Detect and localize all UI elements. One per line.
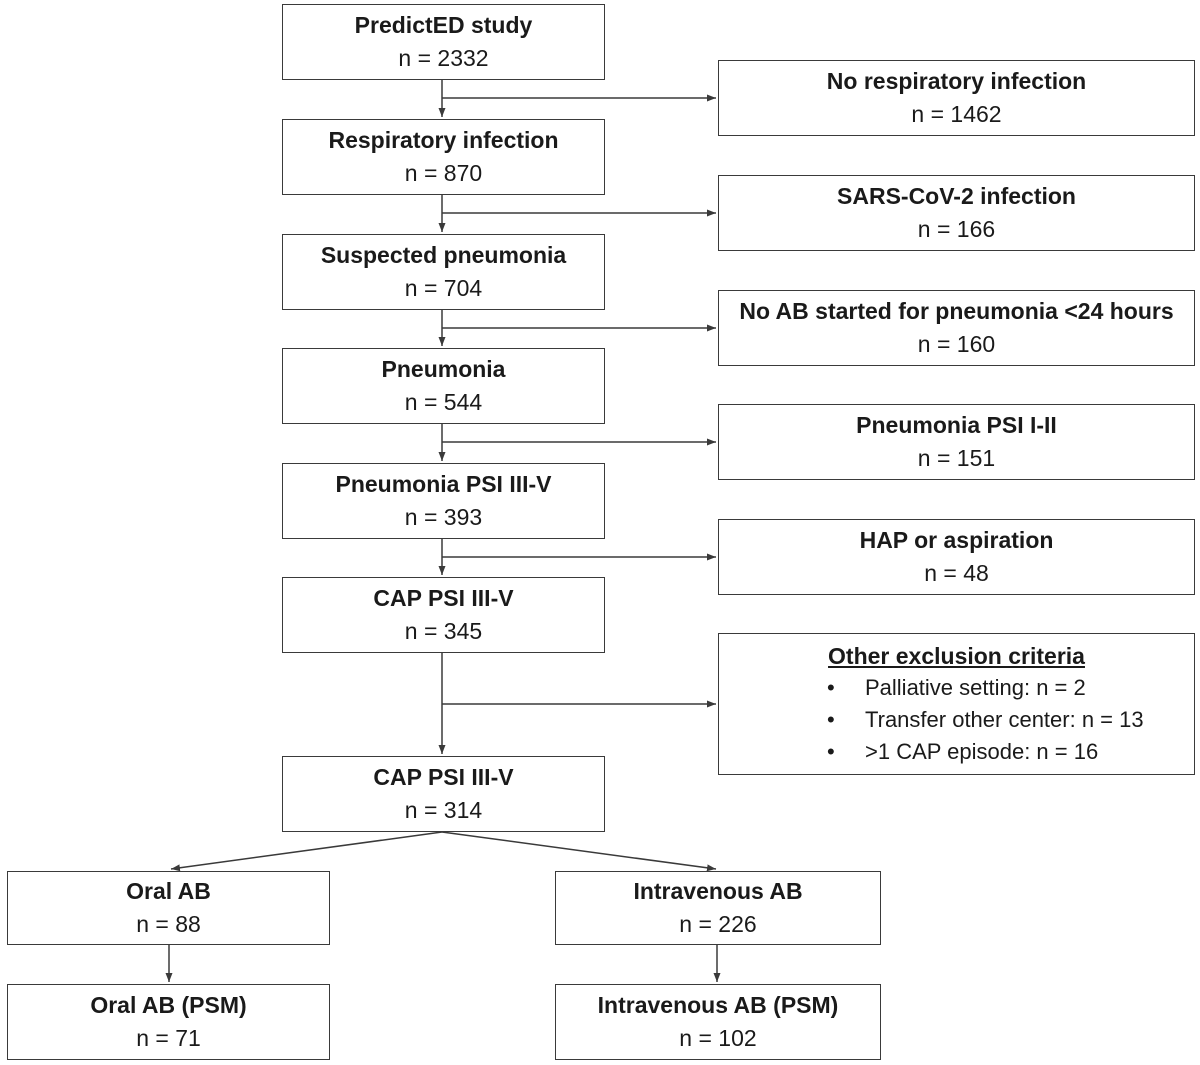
box-count: n = 1462 bbox=[911, 101, 1002, 127]
box-title: Pneumonia PSI I-II bbox=[856, 412, 1057, 438]
box-cap-psi-345: CAP PSI III-V n = 345 bbox=[282, 577, 605, 653]
box-count: n = 160 bbox=[917, 331, 996, 357]
arrow-to-iv bbox=[441, 831, 717, 872]
box-count: n = 48 bbox=[924, 560, 989, 586]
box-pneumonia: Pneumonia n = 544 bbox=[282, 348, 605, 424]
box-title: Intravenous AB (PSM) bbox=[597, 992, 839, 1018]
box-sars-cov-2: SARS-CoV-2 infection n = 166 bbox=[718, 175, 1195, 251]
box-pneumonia-psi-iii-v: Pneumonia PSI III-V n = 393 bbox=[282, 463, 605, 539]
box-cap-psi-314: CAP PSI III-V n = 314 bbox=[282, 756, 605, 832]
box-count: n = 151 bbox=[917, 445, 996, 471]
box-intravenous-ab: Intravenous AB n = 226 bbox=[555, 871, 881, 945]
box-title: PredictED study bbox=[354, 12, 533, 38]
box-count: n = 345 bbox=[404, 618, 483, 644]
box-title: Intravenous AB bbox=[633, 878, 803, 904]
box-oral-ab: Oral AB n = 88 bbox=[7, 871, 330, 945]
box-title: Oral AB bbox=[126, 878, 211, 904]
box-predicted-study: PredictED study n = 2332 bbox=[282, 4, 605, 80]
box-title: Oral AB (PSM) bbox=[90, 992, 247, 1018]
box-title: No AB started for pneumonia <24 hours bbox=[739, 298, 1174, 324]
box-no-respiratory-infection: No respiratory infection n = 1462 bbox=[718, 60, 1195, 136]
list-item: Transfer other center: n = 13 bbox=[719, 704, 1194, 736]
box-title: CAP PSI III-V bbox=[373, 585, 514, 611]
box-oral-ab-psm: Oral AB (PSM) n = 71 bbox=[7, 984, 330, 1060]
box-title: No respiratory infection bbox=[826, 68, 1087, 94]
box-count: n = 166 bbox=[917, 216, 996, 242]
box-count: n = 393 bbox=[404, 504, 483, 530]
other-exclusion-title: Other exclusion criteria bbox=[828, 643, 1085, 669]
other-exclusion-list: Palliative setting: n = 2 Transfer other… bbox=[719, 672, 1194, 768]
list-item: >1 CAP episode: n = 16 bbox=[719, 736, 1194, 768]
box-count: n = 870 bbox=[404, 160, 483, 186]
box-count: n = 704 bbox=[404, 275, 483, 301]
box-pneumonia-psi-i-ii: Pneumonia PSI I-II n = 151 bbox=[718, 404, 1195, 480]
box-count: n = 88 bbox=[136, 911, 201, 937]
box-count: n = 314 bbox=[404, 797, 483, 823]
box-count: n = 2332 bbox=[398, 45, 489, 71]
box-title: Pneumonia PSI III-V bbox=[335, 471, 552, 497]
box-respiratory-infection: Respiratory infection n = 870 bbox=[282, 119, 605, 195]
list-item: Palliative setting: n = 2 bbox=[719, 672, 1194, 704]
box-hap-aspiration: HAP or aspiration n = 48 bbox=[718, 519, 1195, 595]
box-suspected-pneumonia: Suspected pneumonia n = 704 bbox=[282, 234, 605, 310]
box-other-exclusion-criteria: Other exclusion criteria Palliative sett… bbox=[718, 633, 1195, 775]
box-title: Suspected pneumonia bbox=[320, 242, 567, 268]
arrow-to-oral bbox=[170, 831, 443, 872]
box-intravenous-ab-psm: Intravenous AB (PSM) n = 102 bbox=[555, 984, 881, 1060]
box-title: CAP PSI III-V bbox=[373, 764, 514, 790]
box-count: n = 544 bbox=[404, 389, 483, 415]
box-title: Pneumonia bbox=[381, 356, 506, 382]
box-title: Respiratory infection bbox=[328, 127, 559, 153]
box-count: n = 102 bbox=[679, 1025, 757, 1051]
box-title: HAP or aspiration bbox=[859, 527, 1054, 553]
box-count: n = 226 bbox=[679, 911, 757, 937]
box-no-ab-started: No AB started for pneumonia <24 hours n … bbox=[718, 290, 1195, 366]
box-title: SARS-CoV-2 infection bbox=[837, 183, 1076, 209]
box-count: n = 71 bbox=[136, 1025, 201, 1051]
